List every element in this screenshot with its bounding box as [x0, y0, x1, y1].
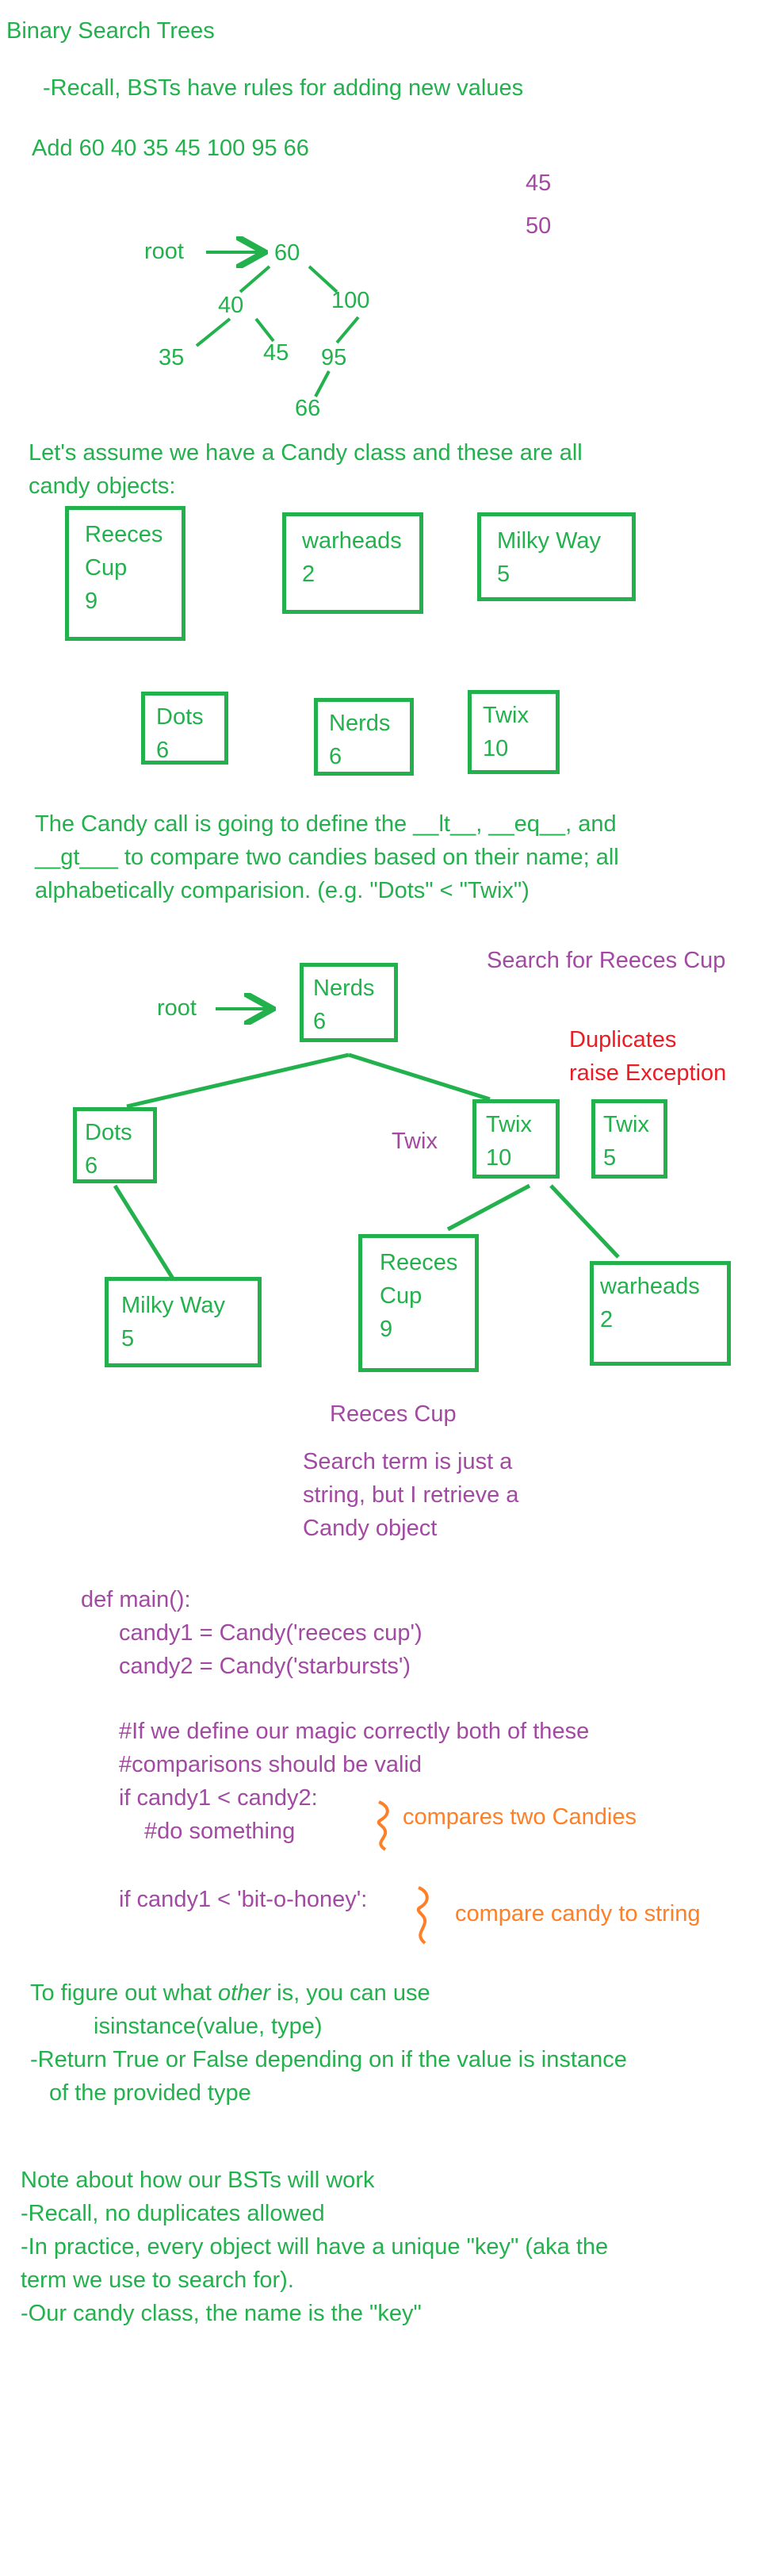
candy-box-nerds: Nerds 6: [314, 698, 414, 776]
node-reeces: Reeces Cup 9: [358, 1234, 479, 1372]
edge-95-66: [314, 370, 331, 397]
edge-40-45: [254, 317, 275, 343]
isinstance-line-3: -Return True or False depending on if th…: [30, 2047, 627, 2072]
side-number-45: 45: [526, 171, 552, 196]
edge-nerds-twix: [348, 1052, 491, 1102]
tree-node: 100: [331, 288, 370, 313]
edge-twix-reeces: [446, 1183, 531, 1232]
isinstance-line-1-em: other: [217, 1980, 271, 2006]
node-milky-way: Milky Way 5: [105, 1277, 262, 1367]
brace-2: [416, 1886, 429, 1945]
edge-40-35: [195, 317, 231, 347]
duplicates-line-1: Duplicates: [569, 1027, 677, 1052]
notes-line-5: -Our candy class, the name is the "key": [21, 2301, 422, 2326]
search-note-3: Candy object: [303, 1516, 438, 1541]
edge-60-100: [308, 265, 338, 293]
candy-label: warheads 2: [302, 528, 402, 588]
edge-60-40: [239, 265, 271, 293]
code-line: #If we define our magic correctly both o…: [119, 1719, 590, 1744]
node-label: Dots 6: [85, 1120, 132, 1179]
notes-line-4: term we use to search for).: [21, 2267, 294, 2293]
candy-box-twix: Twix 10: [468, 690, 560, 774]
isinstance-line-2: isinstance(value, type): [94, 2014, 323, 2039]
candy-box-dots: Dots 6: [141, 692, 228, 765]
search-label: Search for Reeces Cup: [487, 948, 726, 973]
code-line: if candy1 < 'bit-o-honey':: [119, 1887, 368, 1912]
candy-intro-line-1: Let's assume we have a Candy class and t…: [29, 440, 583, 466]
compare-line-2: __gt___ to compare two candies based on …: [35, 845, 619, 870]
tree-node: 95: [321, 345, 347, 370]
reeces-cup-note: Reeces Cup: [330, 1401, 457, 1427]
code-line: #do something: [144, 1819, 296, 1844]
isinstance-line-4: of the provided type: [49, 2080, 251, 2106]
page-title: Binary Search Trees: [6, 18, 215, 44]
edge-dots-milkyway: [113, 1184, 175, 1280]
edge-100-95: [335, 316, 360, 344]
candy-label: Reeces Cup 9: [85, 522, 163, 615]
code-line: candy2 = Candy('starbursts'): [119, 1654, 411, 1679]
code-line: #comparisons should be valid: [119, 1752, 422, 1777]
twix-note: Twix: [392, 1129, 438, 1154]
compare-line-1: The Candy call is going to define the __…: [35, 811, 617, 837]
root-label-2: root: [157, 995, 197, 1021]
candy-box-milky-way: Milky Way 5: [477, 512, 636, 601]
code-line: def main():: [81, 1587, 191, 1612]
notes-line-1: Note about how our BSTs will work: [21, 2168, 375, 2193]
candy-box-warheads: warheads 2: [282, 512, 423, 614]
tree-node: 35: [159, 345, 185, 370]
candy-label: Dots 6: [156, 704, 204, 764]
add-line: Add 60 40 35 45 100 95 66: [32, 136, 309, 161]
duplicates-line-2: raise Exception: [569, 1060, 727, 1086]
brace-1: [377, 1800, 389, 1851]
edge-twix-warheads: [549, 1184, 620, 1259]
search-note-1: Search term is just a: [303, 1449, 513, 1474]
notes-line-3: -In practice, every object will have a u…: [21, 2234, 609, 2260]
tree-node: 66: [295, 396, 321, 421]
candy-intro-line-2: candy objects:: [29, 473, 176, 499]
compare-line-3: alphabetically comparision. (e.g. "Dots"…: [35, 878, 530, 903]
recall-line: -Recall, BSTs have rules for adding new …: [43, 75, 524, 101]
node-label: Nerds 6: [313, 976, 375, 1035]
isinstance-line-1-post: is, you can use: [270, 1980, 430, 2006]
code-note-1: compares two Candies: [403, 1804, 637, 1830]
node-twix: Twix 10: [472, 1099, 560, 1179]
side-number-50: 50: [526, 213, 552, 239]
tree-node: 45: [263, 340, 289, 366]
node-nerds: Nerds 6: [300, 963, 398, 1042]
candy-box-reeces: Reeces Cup 9: [65, 506, 185, 641]
isinstance-line-1-pre: To figure out what: [30, 1980, 218, 2006]
tree-node: 40: [218, 293, 244, 318]
node-label: Twix 10: [486, 1112, 532, 1171]
root-label-1: root: [144, 239, 184, 264]
node-label: Reeces Cup 9: [380, 1250, 458, 1343]
candy-label: Nerds 6: [329, 711, 391, 770]
node-warheads: warheads 2: [590, 1261, 731, 1366]
code-line: if candy1 < candy2:: [119, 1785, 318, 1811]
node-label: Twix 5: [603, 1112, 649, 1171]
candy-label: Twix 10: [483, 703, 529, 762]
search-note-2: string, but I retrieve a: [303, 1482, 519, 1508]
edge-nerds-dots: [126, 1052, 350, 1109]
notes-line-2: -Recall, no duplicates allowed: [21, 2201, 325, 2226]
code-note-2: compare candy to string: [455, 1901, 701, 1926]
isinstance-line-1: To figure out what other is, you can use: [30, 1976, 430, 2010]
node-dots: Dots 6: [73, 1107, 157, 1183]
candy-label: Milky Way 5: [497, 528, 602, 588]
node-twix-duplicate: Twix 5: [591, 1099, 667, 1179]
node-label: Milky Way 5: [121, 1293, 226, 1352]
tree-node: 60: [274, 240, 300, 266]
node-label: warheads 2: [600, 1274, 700, 1333]
code-line: candy1 = Candy('reeces cup'): [119, 1620, 422, 1646]
